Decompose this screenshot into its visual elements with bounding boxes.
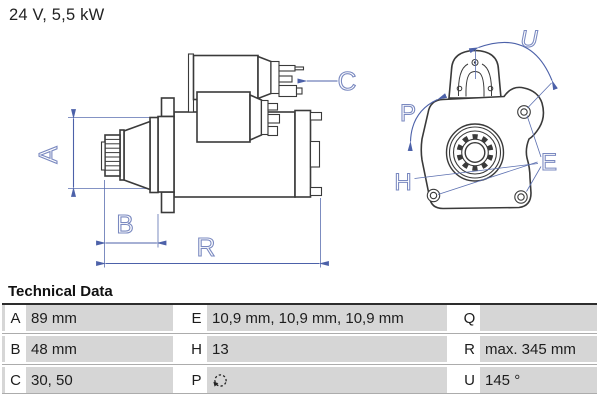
- dim-label-u: U: [520, 26, 538, 53]
- row-value: [207, 367, 447, 393]
- row-value: 145 °: [480, 367, 597, 393]
- pinion-teeth-hatch: [105, 138, 120, 171]
- row-label: A: [5, 305, 26, 331]
- dim-label-a: A: [33, 146, 63, 164]
- side-view-drawing: [68, 53, 323, 214]
- row-label: R: [459, 336, 480, 362]
- row-label: U: [459, 367, 480, 393]
- technical-data-heading: Technical Data: [8, 283, 113, 300]
- row-value: 10,9 mm, 10,9 mm, 10,9 mm: [207, 305, 447, 331]
- table-row: A 89 mm E 10,9 mm, 10,9 mm, 10,9 mm Q: [2, 305, 597, 331]
- front-view-dimensions: U P H E: [394, 25, 558, 197]
- rotation-ccw-icon: [213, 373, 227, 387]
- table-row: C 30, 50 P U 145 °: [2, 367, 597, 393]
- front-view-drawing: [420, 49, 545, 210]
- row-value: [480, 305, 597, 331]
- row-value: 13: [207, 336, 447, 362]
- technical-data-section: Technical Data A 89 mm E 10,9 mm, 10,9 m…: [2, 283, 597, 394]
- dim-label-p: P: [400, 100, 416, 127]
- pinion-gear-teeth: [456, 134, 494, 171]
- mounting-holes: [426, 105, 531, 204]
- row-value: 48 mm: [26, 336, 173, 362]
- row-label: E: [186, 305, 207, 331]
- row-label: P: [186, 367, 207, 393]
- row-value: 89 mm: [26, 305, 173, 331]
- row-label: B: [5, 336, 26, 362]
- dim-label-c: C: [338, 66, 357, 96]
- row-label: H: [186, 336, 207, 362]
- row-value: 30, 50: [26, 367, 173, 393]
- side-view-dimensions: A B R C: [32, 65, 357, 268]
- table-bottom-rule: [2, 393, 597, 394]
- row-value: max. 345 mm: [480, 336, 597, 362]
- dim-label-h: H: [394, 169, 411, 196]
- dim-label-b: B: [116, 209, 133, 239]
- row-label: Q: [459, 305, 480, 331]
- page-title: 24 V, 5,5 kW: [9, 6, 105, 24]
- row-label: C: [5, 367, 26, 393]
- dim-label-e: E: [541, 149, 557, 176]
- heading-rule: [2, 303, 597, 305]
- dim-label-r: R: [197, 232, 216, 262]
- table-row: B 48 mm H 13 R max. 345 mm: [2, 336, 597, 362]
